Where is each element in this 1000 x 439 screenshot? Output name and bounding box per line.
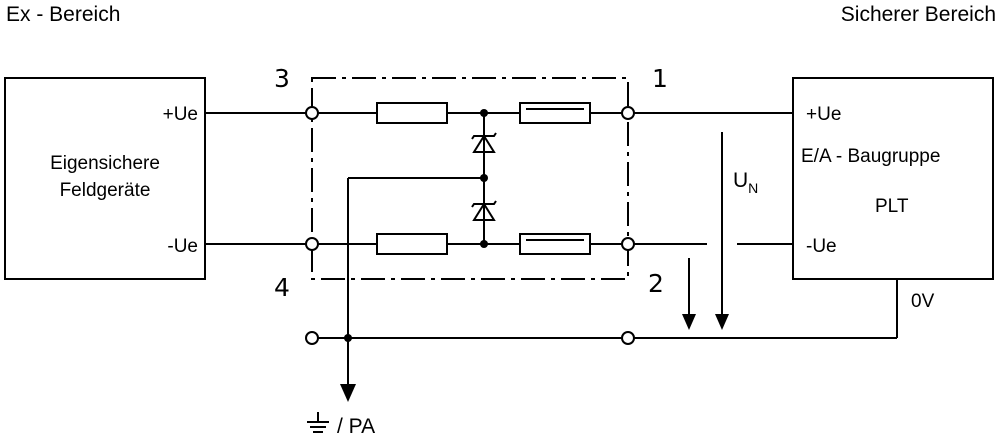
- field-device-title-2: Feldgeräte: [60, 180, 151, 201]
- pa-terminal-right: [621, 331, 635, 345]
- field-device-neg-label: -Ue: [167, 236, 198, 257]
- io-module-box: [792, 77, 994, 280]
- pa-terminal-left: [305, 331, 319, 345]
- ground-label: / PA: [337, 415, 375, 438]
- fuse-bottom: [519, 233, 591, 255]
- zener-diodes: [471, 132, 497, 221]
- field-device-pos-label: +Ue: [163, 104, 198, 125]
- io-module-title: E/A - Baugruppe: [801, 146, 940, 167]
- terminal-2-label: 2: [648, 269, 664, 298]
- zener-diode-top: [472, 134, 496, 153]
- terminal-2: [621, 237, 635, 251]
- io-neg-label: -Ue: [806, 236, 837, 257]
- safe-zone-label: Sicherer Bereich: [841, 3, 996, 26]
- ex-zone-label: Ex - Bereich: [6, 3, 120, 26]
- terminal-4-label: 4: [274, 273, 290, 302]
- terminal-3: [305, 106, 319, 120]
- voltage-label: UN: [733, 169, 758, 196]
- field-device-title-1: Eigensichere: [50, 153, 160, 174]
- terminal-4: [305, 237, 319, 251]
- io-module-subtitle: PLT: [875, 196, 909, 217]
- zener-diode-bottom: [472, 202, 496, 221]
- terminal-3-label: 3: [274, 64, 290, 93]
- field-device-box: [4, 77, 206, 280]
- terminal-1-label: 1: [652, 64, 668, 93]
- small-arrow-head: [682, 314, 696, 330]
- junction-dot: [344, 334, 352, 342]
- junction-dot: [480, 240, 488, 248]
- io-ground-label: 0V: [911, 291, 935, 312]
- resistor-bottom-left: [376, 233, 448, 255]
- earth-icon: [307, 412, 329, 433]
- fuse-top: [519, 102, 591, 124]
- junction-dot: [480, 109, 488, 117]
- junction-dot: [480, 174, 488, 182]
- resistor-top-left: [376, 102, 448, 124]
- terminal-1: [621, 106, 635, 120]
- ground-arrow-head: [340, 384, 356, 402]
- barrier-enclosure: [311, 77, 629, 280]
- voltage-arrow-head: [715, 314, 729, 330]
- io-pos-label: +Ue: [806, 104, 841, 125]
